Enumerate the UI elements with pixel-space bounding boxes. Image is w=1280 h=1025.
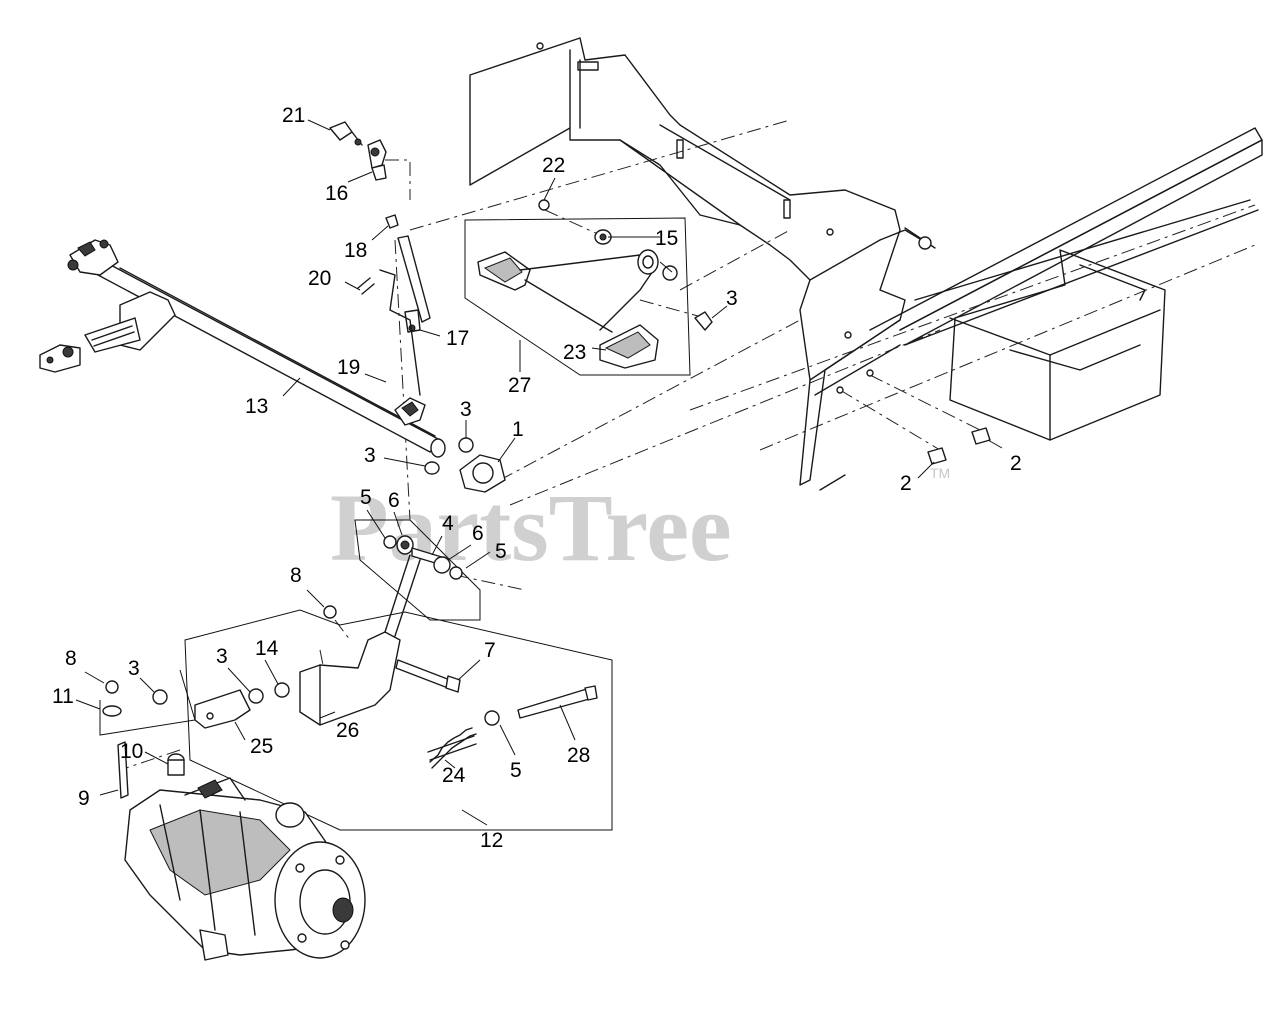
callout-5-right: 5 — [495, 540, 507, 563]
callout-17: 17 — [446, 327, 469, 350]
callout-21: 21 — [282, 104, 305, 127]
pedal-assembly-box — [464, 217, 691, 376]
assembly-lines — [119, 119, 981, 771]
callout-6-left: 6 — [388, 489, 400, 512]
return-bracket — [102, 680, 290, 729]
callout-5-spring: 5 — [510, 759, 522, 782]
callout-11: 11 — [52, 685, 74, 708]
callout-3-bushing: 3 — [364, 444, 376, 467]
leader-lines — [75, 119, 1003, 826]
callout-23: 23 — [563, 341, 586, 364]
callout-20: 20 — [308, 267, 331, 290]
watermark-text: PartsTree — [330, 474, 732, 581]
callout-25: 25 — [250, 735, 273, 758]
linkage-rod — [329, 121, 431, 396]
spring-rod-set — [427, 685, 598, 769]
callout-2-right: 2 — [1010, 452, 1022, 475]
callout-27: 27 — [508, 374, 531, 397]
callout-7: 7 — [484, 639, 496, 662]
callout-15: 15 — [655, 227, 678, 250]
callout-24: 24 — [442, 764, 466, 787]
callout-5-left: 5 — [360, 486, 372, 509]
lever-assembly-box — [184, 609, 613, 831]
cross-shaft — [39, 239, 446, 458]
watermark-trademark: TM — [930, 465, 950, 481]
callout-1: 1 — [512, 418, 524, 441]
callout-3-bracket: 3 — [128, 657, 140, 680]
callout-labels: 21 16 18 20 17 19 13 3 3 1 22 15 3 23 27… — [52, 104, 1022, 852]
callout-3-pedal: 3 — [726, 287, 738, 310]
spacer-group-box — [354, 519, 481, 621]
callout-3-washer: 3 — [216, 645, 228, 668]
frame-rails — [689, 127, 1263, 451]
assembly-boxes — [99, 217, 691, 831]
callout-19: 19 — [337, 356, 360, 379]
callout-26: 26 — [336, 719, 359, 742]
callout-2-left: 2 — [900, 472, 912, 495]
callout-13: 13 — [245, 395, 268, 418]
callout-12: 12 — [480, 829, 503, 852]
callout-22: 22 — [542, 154, 565, 177]
callout-3-shaft: 3 — [460, 398, 472, 421]
control-lever — [299, 554, 461, 726]
callout-6-right: 6 — [472, 522, 484, 545]
pedal-mount-bracket — [469, 37, 936, 491]
callout-9: 9 — [78, 787, 90, 810]
callout-8-bracket: 8 — [65, 647, 77, 670]
callout-14: 14 — [255, 637, 279, 660]
callout-16: 16 — [325, 182, 348, 205]
callout-4: 4 — [442, 512, 454, 535]
frame-bolts — [836, 369, 991, 465]
transmission — [117, 741, 366, 961]
pivot-hardware — [383, 437, 506, 580]
callout-18: 18 — [344, 239, 367, 262]
pedal-assembly — [477, 199, 713, 369]
callout-10: 10 — [120, 740, 143, 763]
callout-28: 28 — [567, 744, 590, 767]
callout-8-lever: 8 — [290, 564, 302, 587]
